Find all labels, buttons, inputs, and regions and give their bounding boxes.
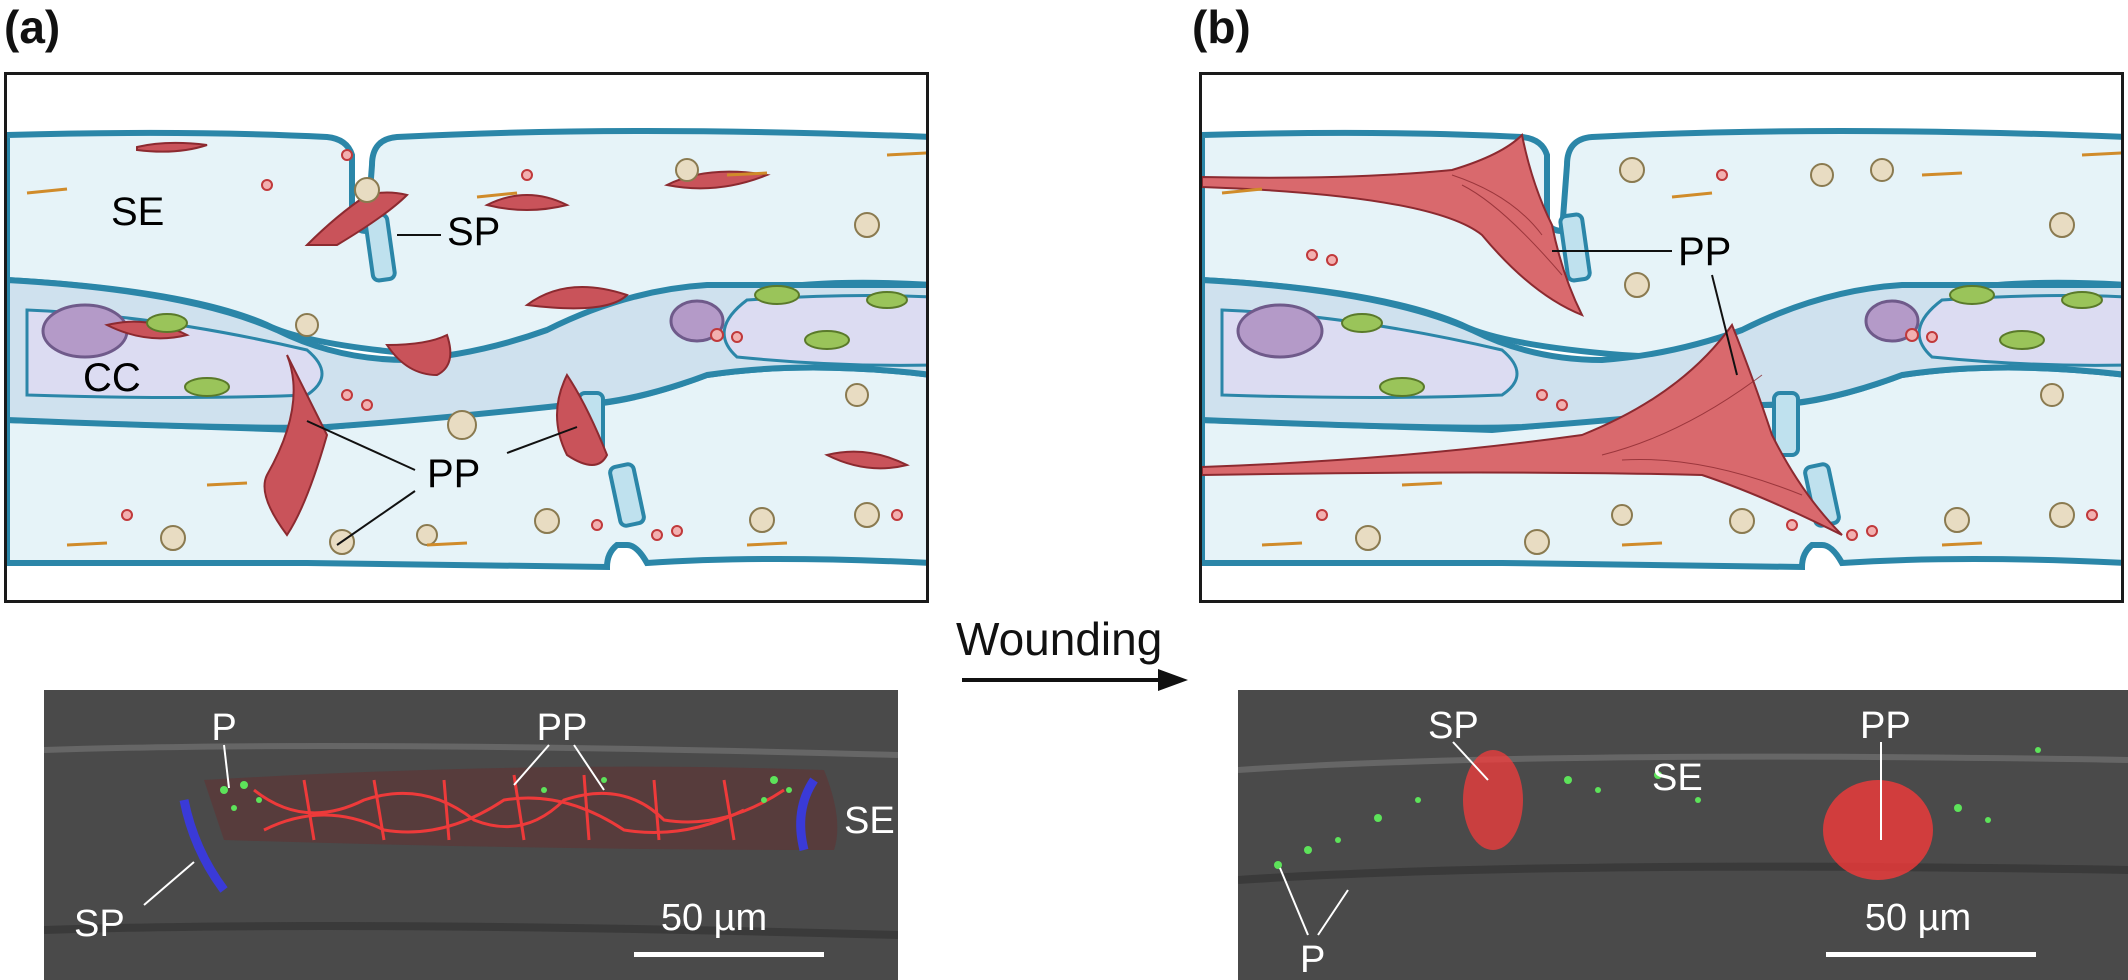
micrograph-b-image: SP SE PP P 50 µm [1238, 690, 2128, 980]
label-pp: PP [1678, 230, 1731, 274]
label-sp: SP [447, 210, 500, 254]
panel-a-letter: (a) [4, 1, 61, 53]
panel-b-illustration: PP [1202, 128, 2121, 571]
micro-a-label-se: SE [844, 800, 895, 842]
micro-a-scale-label: 50 µm [661, 897, 767, 939]
micro-a-label-pp: PP [537, 707, 588, 749]
leader-pp-1 [306, 420, 416, 471]
panel-a-diagram: SE SP CC PP [4, 72, 929, 603]
micro-b-scale-label: 50 µm [1865, 897, 1971, 939]
micro-b-label-p: P [1300, 939, 1325, 980]
micro-a-label-p: P [211, 707, 236, 749]
wounding-label: Wounding [956, 613, 1163, 665]
micro-a-scale-bar [634, 952, 824, 957]
leader-pp-2 [1711, 274, 1738, 376]
leader-pp-2 [506, 426, 578, 454]
micrograph-a-image: P PP SE SP 50 µm [44, 690, 898, 980]
panel-b-letter: (b) [1192, 1, 1251, 53]
panel-b-micrograph: SP SE PP P 50 µm [1238, 690, 2128, 980]
panel-a-micrograph: P PP SE SP 50 µm [44, 690, 898, 980]
micro-b-scale-bar [1826, 952, 2036, 957]
micro-b-label-se: SE [1652, 757, 1703, 799]
micro-a-label-sp: SP [74, 903, 125, 945]
panel-b-diagram: PP [1199, 72, 2124, 603]
panel-a-illustration: SE SP CC PP [7, 128, 926, 571]
leader-pp-3 [336, 490, 416, 546]
label-cc: CC [83, 356, 141, 400]
label-se: SE [111, 190, 164, 234]
label-pp: PP [427, 452, 480, 496]
micro-b-label-sp: SP [1428, 705, 1479, 747]
micro-b-label-pp: PP [1860, 705, 1911, 747]
wounding-arrow [962, 669, 1188, 691]
